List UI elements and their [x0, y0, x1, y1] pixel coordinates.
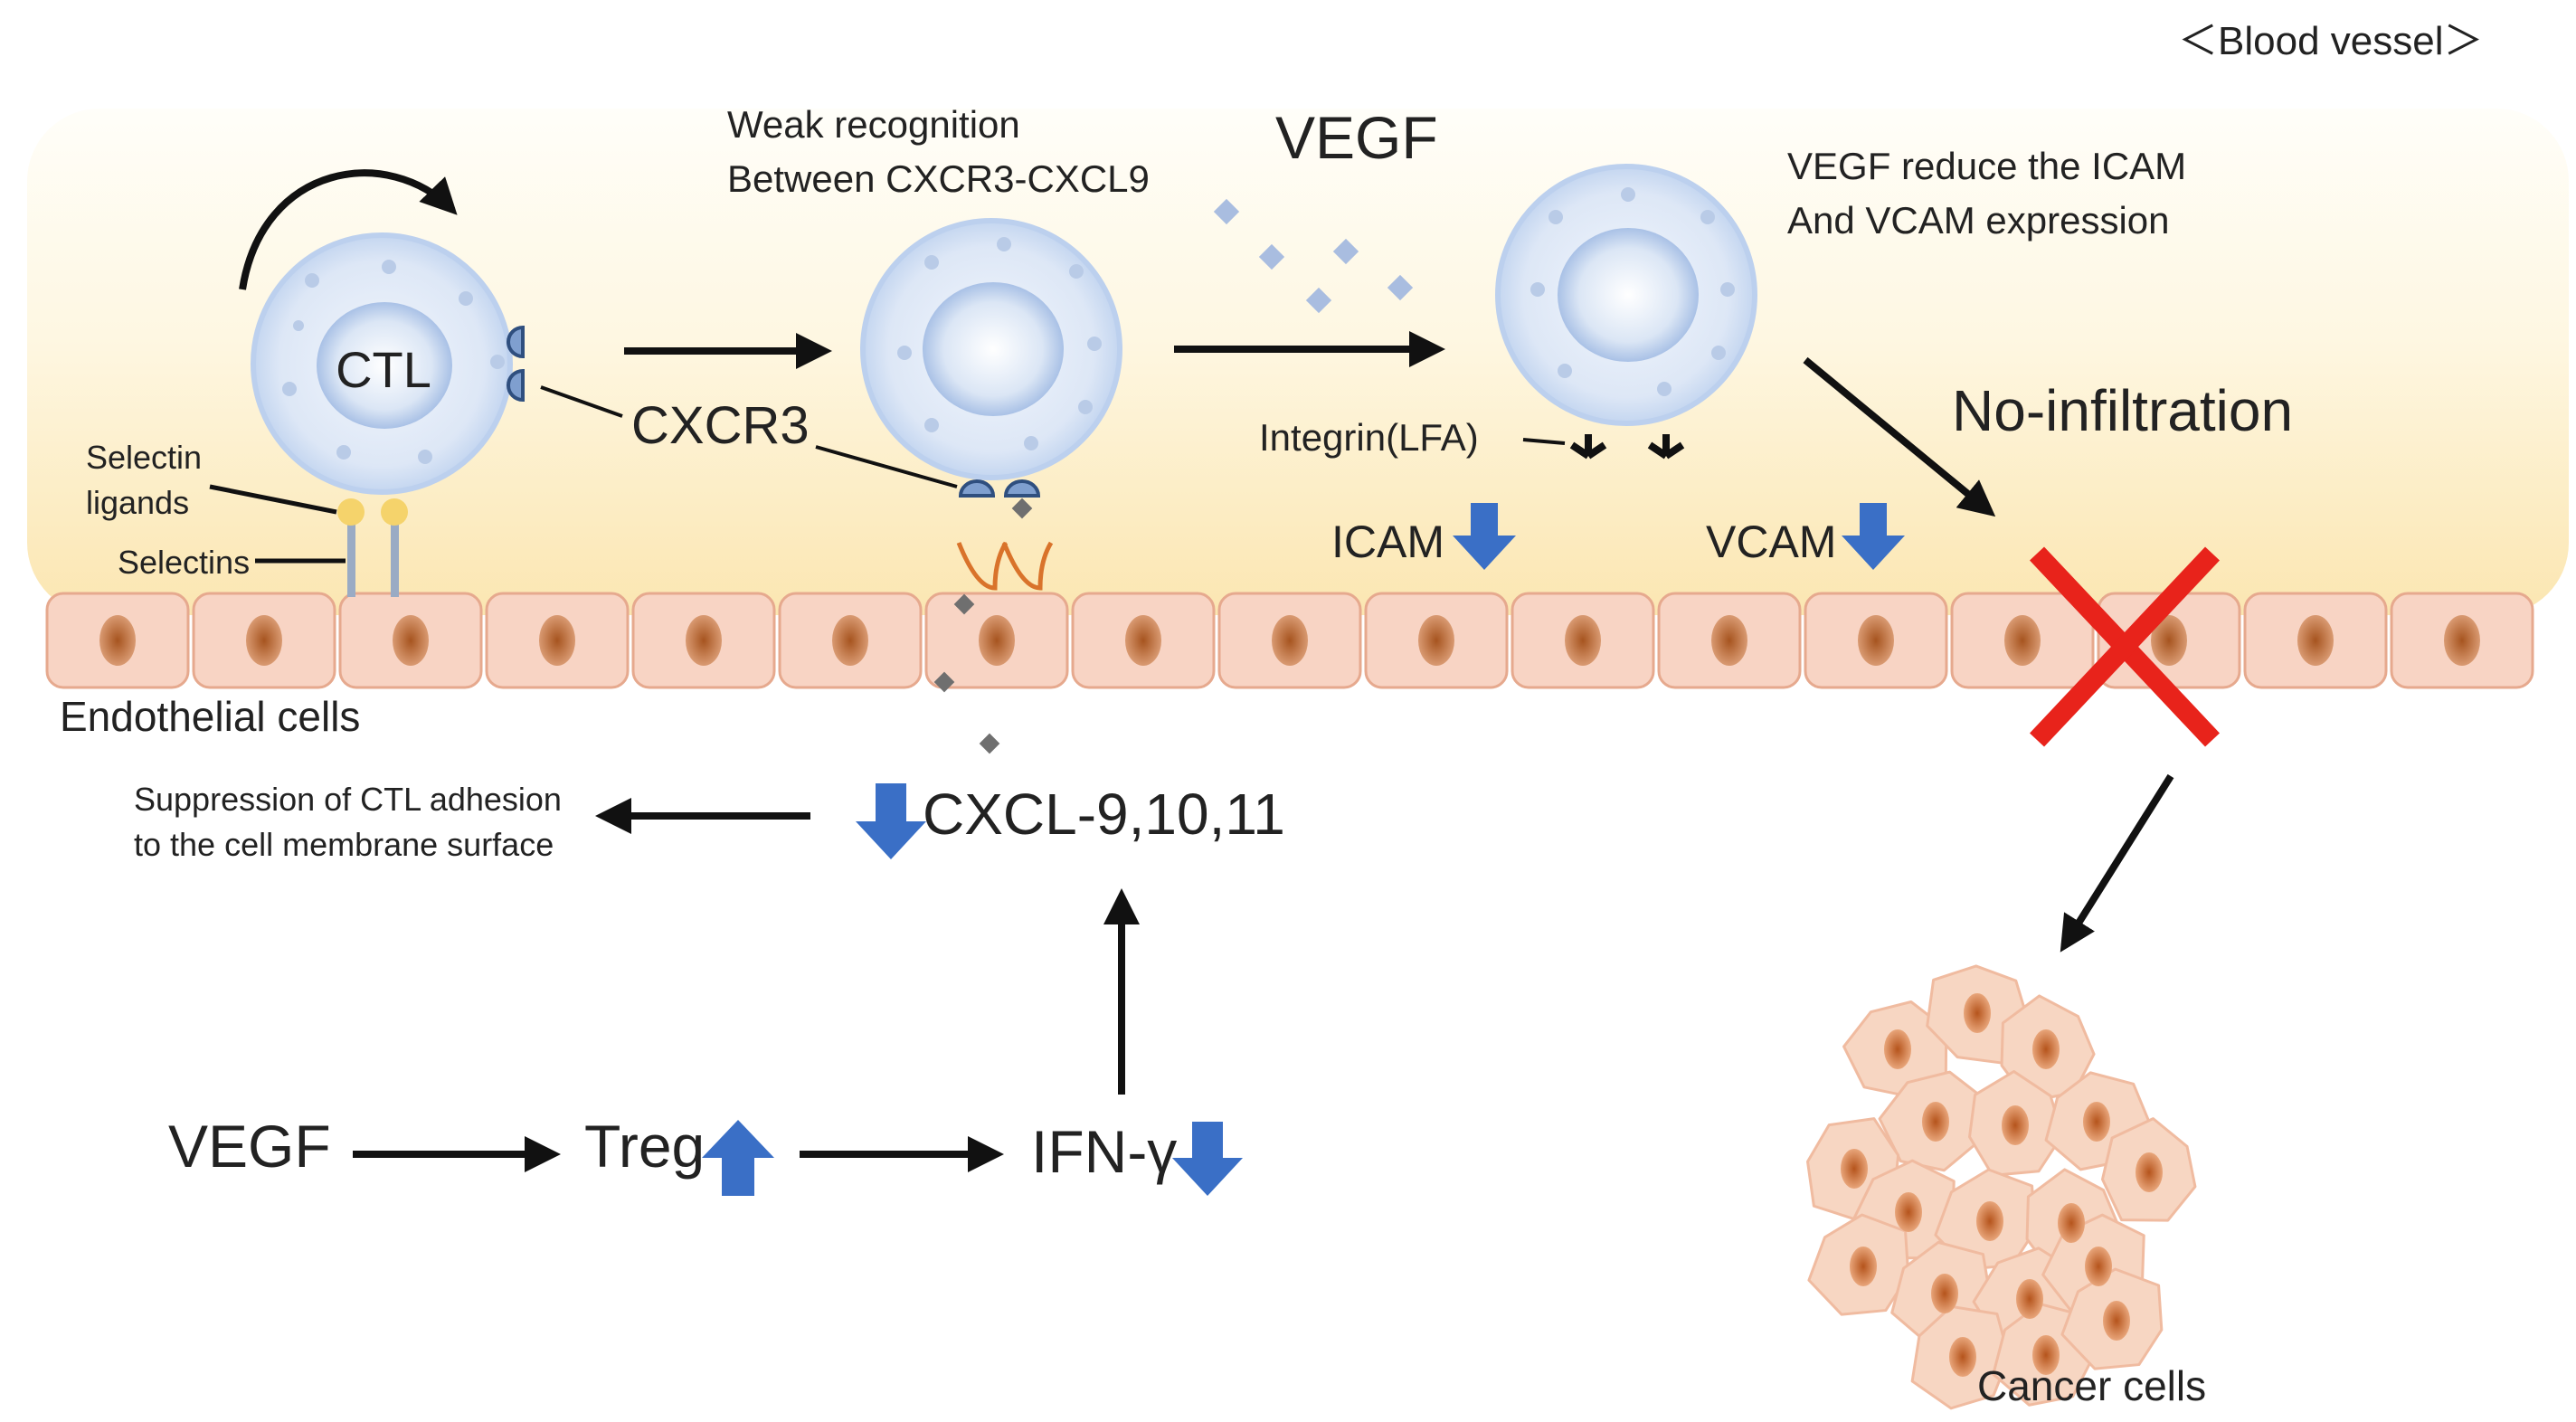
- cancer-cell-nucleus: [1931, 1274, 1958, 1313]
- vegf-reduce-line-1: VEGF reduce the ICAM: [1787, 145, 2186, 187]
- cancer-cell-cluster: [1806, 964, 2197, 1410]
- endothelial-nucleus: [393, 615, 429, 666]
- t-cell-vegf: [1495, 164, 1757, 426]
- icam-label: ICAM: [1331, 517, 1444, 567]
- endothelial-nucleus: [1418, 615, 1454, 666]
- t-cell-weak-recognition: [860, 218, 1122, 480]
- ifn-down-arrow-icon: [1172, 1122, 1243, 1196]
- vcam-down-arrow-icon: [1842, 503, 1905, 570]
- cxcl-label: CXCL-9,10,11: [923, 782, 1285, 847]
- cancer-cell-nucleus: [2032, 1335, 2060, 1375]
- selectin-ligands-label-2: ligands: [86, 484, 189, 521]
- cancer-cell-nucleus: [2058, 1203, 2085, 1243]
- icam-down-arrow-icon: [1453, 503, 1516, 570]
- selectin-ligand-icon: [337, 498, 408, 597]
- cancer-cells-label: Cancer cells: [1977, 1362, 2206, 1409]
- treg-up-arrow-icon: [702, 1120, 774, 1196]
- no-infiltration-label: No-infiltration: [1952, 378, 2293, 443]
- endothelial-nucleus: [2151, 615, 2187, 666]
- cancer-cell-nucleus: [1850, 1247, 1877, 1286]
- endothelial-nucleus: [539, 615, 575, 666]
- cancer-cell-nucleus: [1922, 1102, 1949, 1142]
- endothelial-nucleus: [1711, 615, 1747, 666]
- endothelial-nucleus: [99, 615, 136, 666]
- selectin-ligands-pointer: [209, 484, 337, 515]
- cancer-cell-nucleus: [2083, 1102, 2110, 1142]
- endothelial-nucleus: [1858, 615, 1894, 666]
- ifn-gamma-label: IFN-γ: [1031, 1118, 1177, 1185]
- suppression-line-1: Suppression of CTL adhesion: [134, 781, 562, 818]
- ctl-label: CTL: [336, 341, 431, 398]
- treg-label: Treg: [584, 1113, 705, 1180]
- endothelial-nucleus: [1565, 615, 1601, 666]
- cancer-cell-nucleus: [1841, 1149, 1868, 1189]
- cancer-cell-nucleus: [2002, 1105, 2029, 1145]
- cancer-cell-nucleus: [2103, 1301, 2130, 1341]
- cxcl9-chemokine-dots: [933, 498, 1033, 754]
- arrow-to-cancer-cells: [2060, 773, 2174, 953]
- weak-recognition-line-1: Weak recognition: [727, 103, 1020, 146]
- ctl-cell: [251, 232, 513, 495]
- vegf-reduce-line-2: And VCAM expression: [1787, 199, 2170, 242]
- vcam-label: VCAM: [1706, 517, 1836, 567]
- cancer-cell-nucleus: [1964, 993, 1991, 1033]
- endothelial-nucleus: [246, 615, 282, 666]
- vegf-top-label: VEGF: [1275, 104, 1438, 171]
- endothelial-nucleus: [1125, 615, 1161, 666]
- blood-vessel-label: ＜Blood vessel＞: [2178, 19, 2483, 63]
- blocked-x-icon: [2029, 546, 2221, 747]
- endothelial-nucleus: [2444, 615, 2480, 666]
- cxcr3-pointer-left: [540, 385, 623, 418]
- cxcr3-label: CXCR3: [631, 396, 810, 455]
- endothelial-nucleus: [1272, 615, 1308, 666]
- endothelial-nucleus: [832, 615, 868, 666]
- endothelial-layer: [45, 592, 2534, 689]
- selectins-label: Selectins: [118, 544, 250, 581]
- cancer-cell-nucleus: [2136, 1152, 2163, 1192]
- cxcr3-receptor-icon: [507, 325, 525, 403]
- rolling-arrow: [239, 169, 458, 290]
- cxcr3-pointer-right: [815, 445, 958, 488]
- endothelial-nucleus: [979, 615, 1015, 666]
- integrin-lfa-icon: [1569, 434, 1685, 460]
- integrin-pointer: [1522, 438, 1566, 445]
- cancer-cell-nucleus: [2016, 1279, 2043, 1319]
- suppression-line-2: to the cell membrane surface: [134, 826, 554, 863]
- cancer-cell-nucleus: [1976, 1201, 2003, 1241]
- endothelial-cells-label: Endothelial cells: [60, 693, 360, 740]
- weak-recognition-line-2: Between CXCR3-CXCL9: [727, 157, 1150, 200]
- endothelial-nucleus: [686, 615, 722, 666]
- endothelial-nucleus: [2004, 615, 2041, 666]
- endothelial-nucleus: [2297, 615, 2334, 666]
- blood-vessel-lumen: [27, 109, 2569, 615]
- vegf-molecule-dots: [1213, 198, 1414, 314]
- vegf-bottom-label: VEGF: [168, 1113, 331, 1180]
- cancer-cell-nucleus: [1949, 1337, 1976, 1377]
- selectin-ligands-label-1: Selectin: [86, 439, 202, 476]
- cxcl-down-arrow-icon: [856, 783, 926, 859]
- arrow-to-no-infiltration: [1803, 356, 1996, 517]
- cancer-cell-nucleus: [2085, 1247, 2112, 1286]
- cxcr3-receptor-bottom-icon: [958, 479, 1041, 498]
- cancer-cell-nucleus: [1895, 1192, 1922, 1232]
- cancer-cell-nucleus: [2032, 1029, 2060, 1069]
- integrin-label: Integrin(LFA): [1259, 416, 1479, 459]
- chemokine-receptor-endothelial-icon: [956, 541, 1054, 591]
- cancer-cell-nucleus: [1884, 1029, 1911, 1069]
